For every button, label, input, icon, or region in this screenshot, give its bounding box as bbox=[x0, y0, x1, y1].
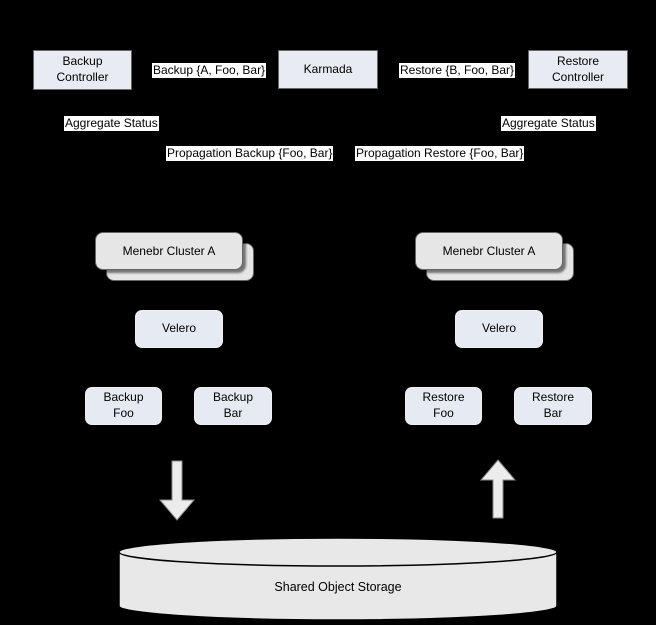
node-member-cluster-left: Menebr Cluster A bbox=[95, 232, 243, 270]
node-velero-right: Velero bbox=[455, 310, 543, 348]
up-arrow-icon bbox=[479, 459, 517, 519]
down-arrow-icon bbox=[158, 460, 196, 521]
node-restore-bar: Restore Bar bbox=[514, 387, 592, 425]
node-velero-left: Velero bbox=[135, 310, 223, 348]
node-backup-bar: Backup Bar bbox=[194, 387, 272, 425]
node-backup-foo: Backup Foo bbox=[85, 387, 162, 425]
node-restore-foo: Restore Foo bbox=[405, 387, 482, 425]
storage-cylinder-icon bbox=[118, 537, 558, 621]
edge-label-restore-request: Restore {B, Foo, Bar} bbox=[399, 63, 516, 78]
node-backup-controller: Backup Controller bbox=[33, 50, 132, 90]
edge-label-propagation-backup: Propagation Backup {Foo, Bar} bbox=[166, 146, 334, 161]
node-restore-controller: Restore Controller bbox=[528, 50, 628, 89]
node-member-cluster-right: Menebr Cluster A bbox=[415, 232, 563, 270]
edge-label-aggregate-status-left: Aggregate Status bbox=[64, 116, 159, 131]
edge-label-aggregate-status-right: Aggregate Status bbox=[501, 116, 596, 131]
edge-label-backup-request: Backup {A, Foo, Bar} bbox=[152, 63, 267, 78]
node-shared-object-storage: Shared Object Storage bbox=[274, 580, 402, 594]
edge-label-propagation-restore: Propagation Restore {Foo, Bar} bbox=[355, 146, 525, 161]
node-karmada: Karmada bbox=[278, 50, 378, 89]
